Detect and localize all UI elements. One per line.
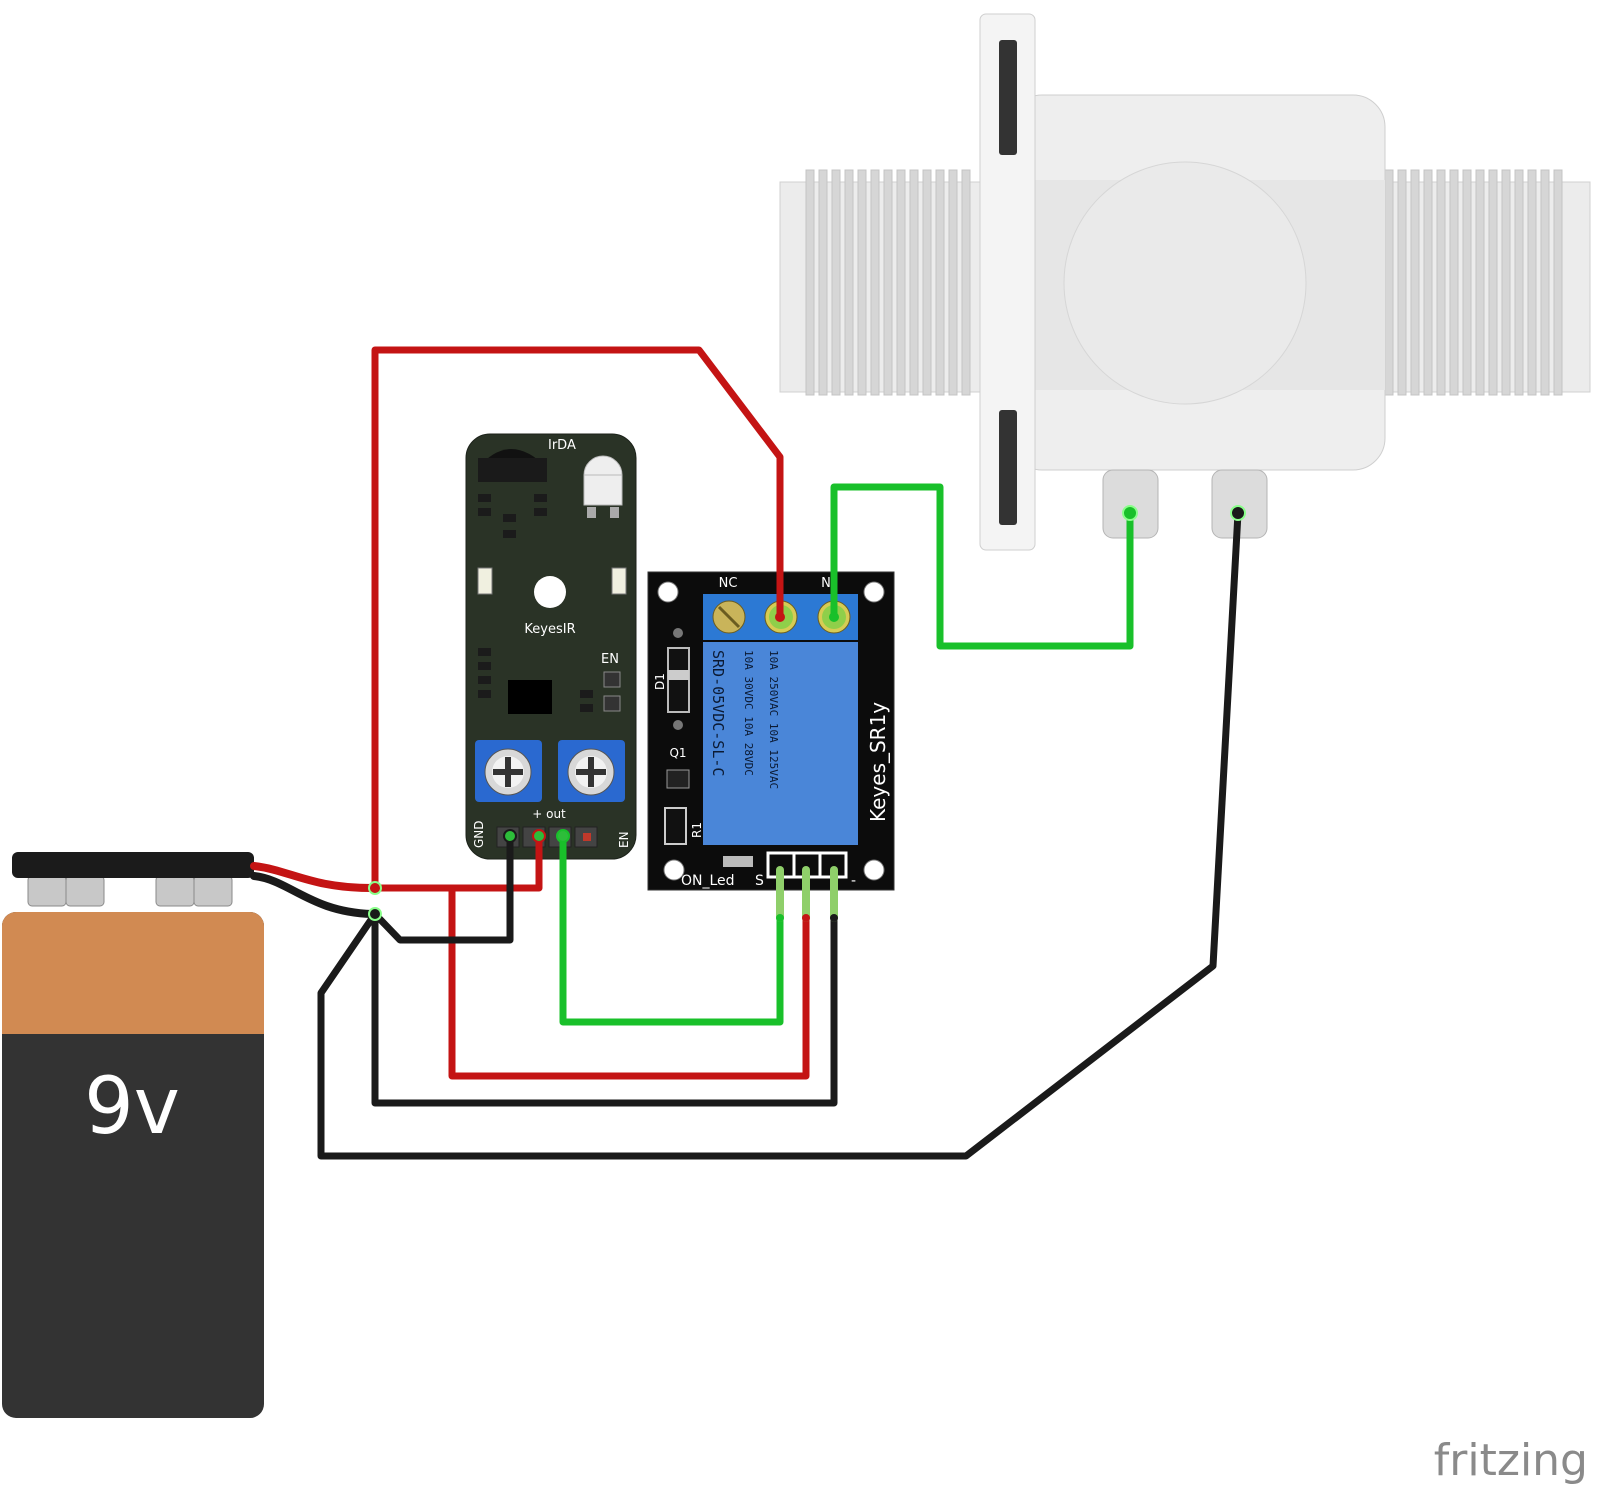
relay-minus-label: - [851,873,856,889]
wire-red-to-relay-vcc[interactable] [448,884,810,1080]
ir-sensor-board: IrDA KeyesIR EN [465,433,637,860]
ir-potentiometer-right[interactable] [558,740,625,802]
relay-no-label: N [821,576,831,591]
fritzing-watermark: fritzing [1434,1435,1588,1486]
ir-en-pin-label: EN [617,831,631,848]
relay-r1-label: R1 [690,822,704,838]
ir-gnd-label: GND [472,820,486,848]
wires [250,346,1246,1160]
ir-pins-label: + out [532,807,566,821]
relay-rating-line1: 10A 250VAC 10A 125VAC [767,650,780,789]
ir-top-label: IrDA [548,438,576,453]
relay-nc-label: NC [719,576,738,591]
relay-rating-line2: 10A 30VDC 10A 28VDC [742,650,755,776]
ir-potentiometer-left[interactable] [475,740,542,802]
wire-black-to-relay-gnd[interactable] [371,910,838,1107]
wire-battery-lead-black [250,872,376,918]
relay-module: NC N SRD-05VDC-SL-C 10A 250VAC 10A 125VA… [647,571,895,891]
relay-model-label: SRD-05VDC-SL-C [709,650,727,776]
relay-led-label: ON_Led [681,873,735,889]
wire-black-to-valve[interactable] [317,509,1242,1160]
solenoid-valve [779,13,1591,551]
valve-left-threads [805,169,971,396]
relay-terminal-nc[interactable] [712,600,746,634]
wire-black-to-ir-gnd[interactable] [371,832,514,944]
battery-9v: 9v [2,852,264,1418]
wire-red-to-relay-com[interactable] [371,346,784,892]
relay-q1-label: Q1 [669,746,686,760]
relay-board-label: Keyes_SR1y [866,702,890,822]
ir-en-label: EN [601,652,619,667]
wire-green-relay-no-to-valve[interactable] [830,483,1134,650]
wire-green-ir-out-to-relay-s[interactable] [559,832,784,1026]
relay-s-label: S [755,873,764,889]
connection-points [368,505,1246,922]
battery-label: 9v [84,1062,180,1152]
relay-d1-label: D1 [653,673,667,690]
ir-name-label: KeyesIR [524,622,575,637]
valve-right-threads [1384,169,1563,396]
wire-battery-lead-red [250,862,376,892]
wire-red-to-ir-vcc[interactable] [371,832,543,892]
